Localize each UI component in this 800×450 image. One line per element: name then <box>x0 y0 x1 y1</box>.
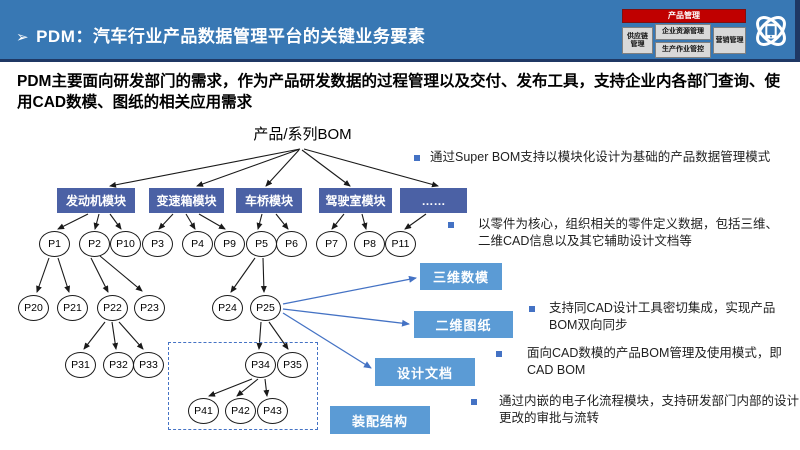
erp-marketing-box: 营销管理 <box>713 27 746 54</box>
intro-paragraph: PDM主要面向研发部门的需求，作为产品研发数据的过程管理以及交付、发布工具，支持… <box>17 73 780 111</box>
module-box-cab: 驾驶室模块 <box>319 188 392 213</box>
part-node: P8 <box>354 231 385 257</box>
bullet-item: 支持同CAD设计工具密切集成，实现产品BOM双向同步 <box>549 301 776 332</box>
bullet-square-icon <box>448 222 454 228</box>
part-node: P41 <box>188 398 219 424</box>
header-bar: ➢ PDM：汽车行业产品数据管理平台的关键业务要素 产品管理 供应链管理 企业资源… <box>0 0 800 62</box>
doc-label-2d-drawing: 二维图纸 <box>414 311 513 338</box>
part-node: P34 <box>245 352 276 378</box>
part-node: P32 <box>103 352 134 378</box>
bullet-item: 面向CAD数模的产品BOM管理及使用模式，即CAD BOM <box>527 346 782 377</box>
part-node: P21 <box>57 295 88 321</box>
part-node: P2 <box>79 231 110 257</box>
part-node: P4 <box>182 231 213 257</box>
module-box-ellipsis: …… <box>400 188 467 213</box>
part-node: P22 <box>97 295 128 321</box>
bullet-item: 通过Super BOM支持以模块化设计为基础的产品数据管理模式 <box>430 150 771 164</box>
part-node: P24 <box>212 295 243 321</box>
page-title-text: PDM：汽车行业产品数据管理平台的关键业务要素 <box>36 27 426 46</box>
part-node: P25 <box>250 295 281 321</box>
part-node: P43 <box>257 398 288 424</box>
erp-resource-box: 企业资源管理 <box>655 24 711 40</box>
doc-label-assembly: 装配结构 <box>330 406 430 434</box>
erp-production-box: 生产作业管控 <box>655 42 711 58</box>
part-node: P1 <box>39 231 70 257</box>
module-box-engine: 发动机模块 <box>57 188 135 213</box>
part-node: P11 <box>385 231 416 257</box>
erp-product-mgmt-box: 产品管理 <box>622 9 746 23</box>
doc-label-design-doc: 设计文档 <box>375 358 475 386</box>
part-node: P7 <box>316 231 347 257</box>
part-node: P23 <box>134 295 165 321</box>
part-node: P20 <box>18 295 49 321</box>
part-node: P9 <box>214 231 245 257</box>
bullet-item: 以零件为核心，组织相关的零件定义数据，包括三维、二维CAD信息以及其它辅助设计文… <box>478 217 779 248</box>
part-node: P42 <box>225 398 256 424</box>
bullet-item: 通过内嵌的电子化流程模块，支持研发部门内部的设计更改的审批与流转 <box>499 394 800 425</box>
erp-supply-chain-box: 供应链管理 <box>622 27 653 54</box>
module-box-axle: 车桥模块 <box>236 188 302 213</box>
bullet-square-icon <box>529 306 535 312</box>
arrow-bullet-icon: ➢ <box>16 29 30 46</box>
company-logo-atom-icon <box>756 16 786 46</box>
page-title: ➢ PDM：汽车行业产品数据管理平台的关键业务要素 <box>16 22 425 47</box>
part-node: P10 <box>110 231 141 257</box>
part-node: P5 <box>246 231 277 257</box>
tree-root-label: 产品/系列BOM <box>253 126 352 143</box>
bullet-square-icon <box>471 399 477 405</box>
part-node: P31 <box>65 352 96 378</box>
part-node: P3 <box>142 231 173 257</box>
part-node: P6 <box>276 231 307 257</box>
erp-mini-diagram: 产品管理 供应链管理 企业资源管理 生产作业管控 营销管理 <box>622 9 746 58</box>
bullet-square-icon <box>414 155 420 161</box>
assembly-dashed-group <box>168 342 318 430</box>
part-node: P35 <box>277 352 308 378</box>
bullet-square-icon <box>496 351 502 357</box>
doc-label-3d-model: 三维数模 <box>420 263 502 290</box>
module-box-gearbox: 变速箱模块 <box>149 188 224 213</box>
part-node: P33 <box>133 352 164 378</box>
header-right-accent <box>795 0 800 62</box>
